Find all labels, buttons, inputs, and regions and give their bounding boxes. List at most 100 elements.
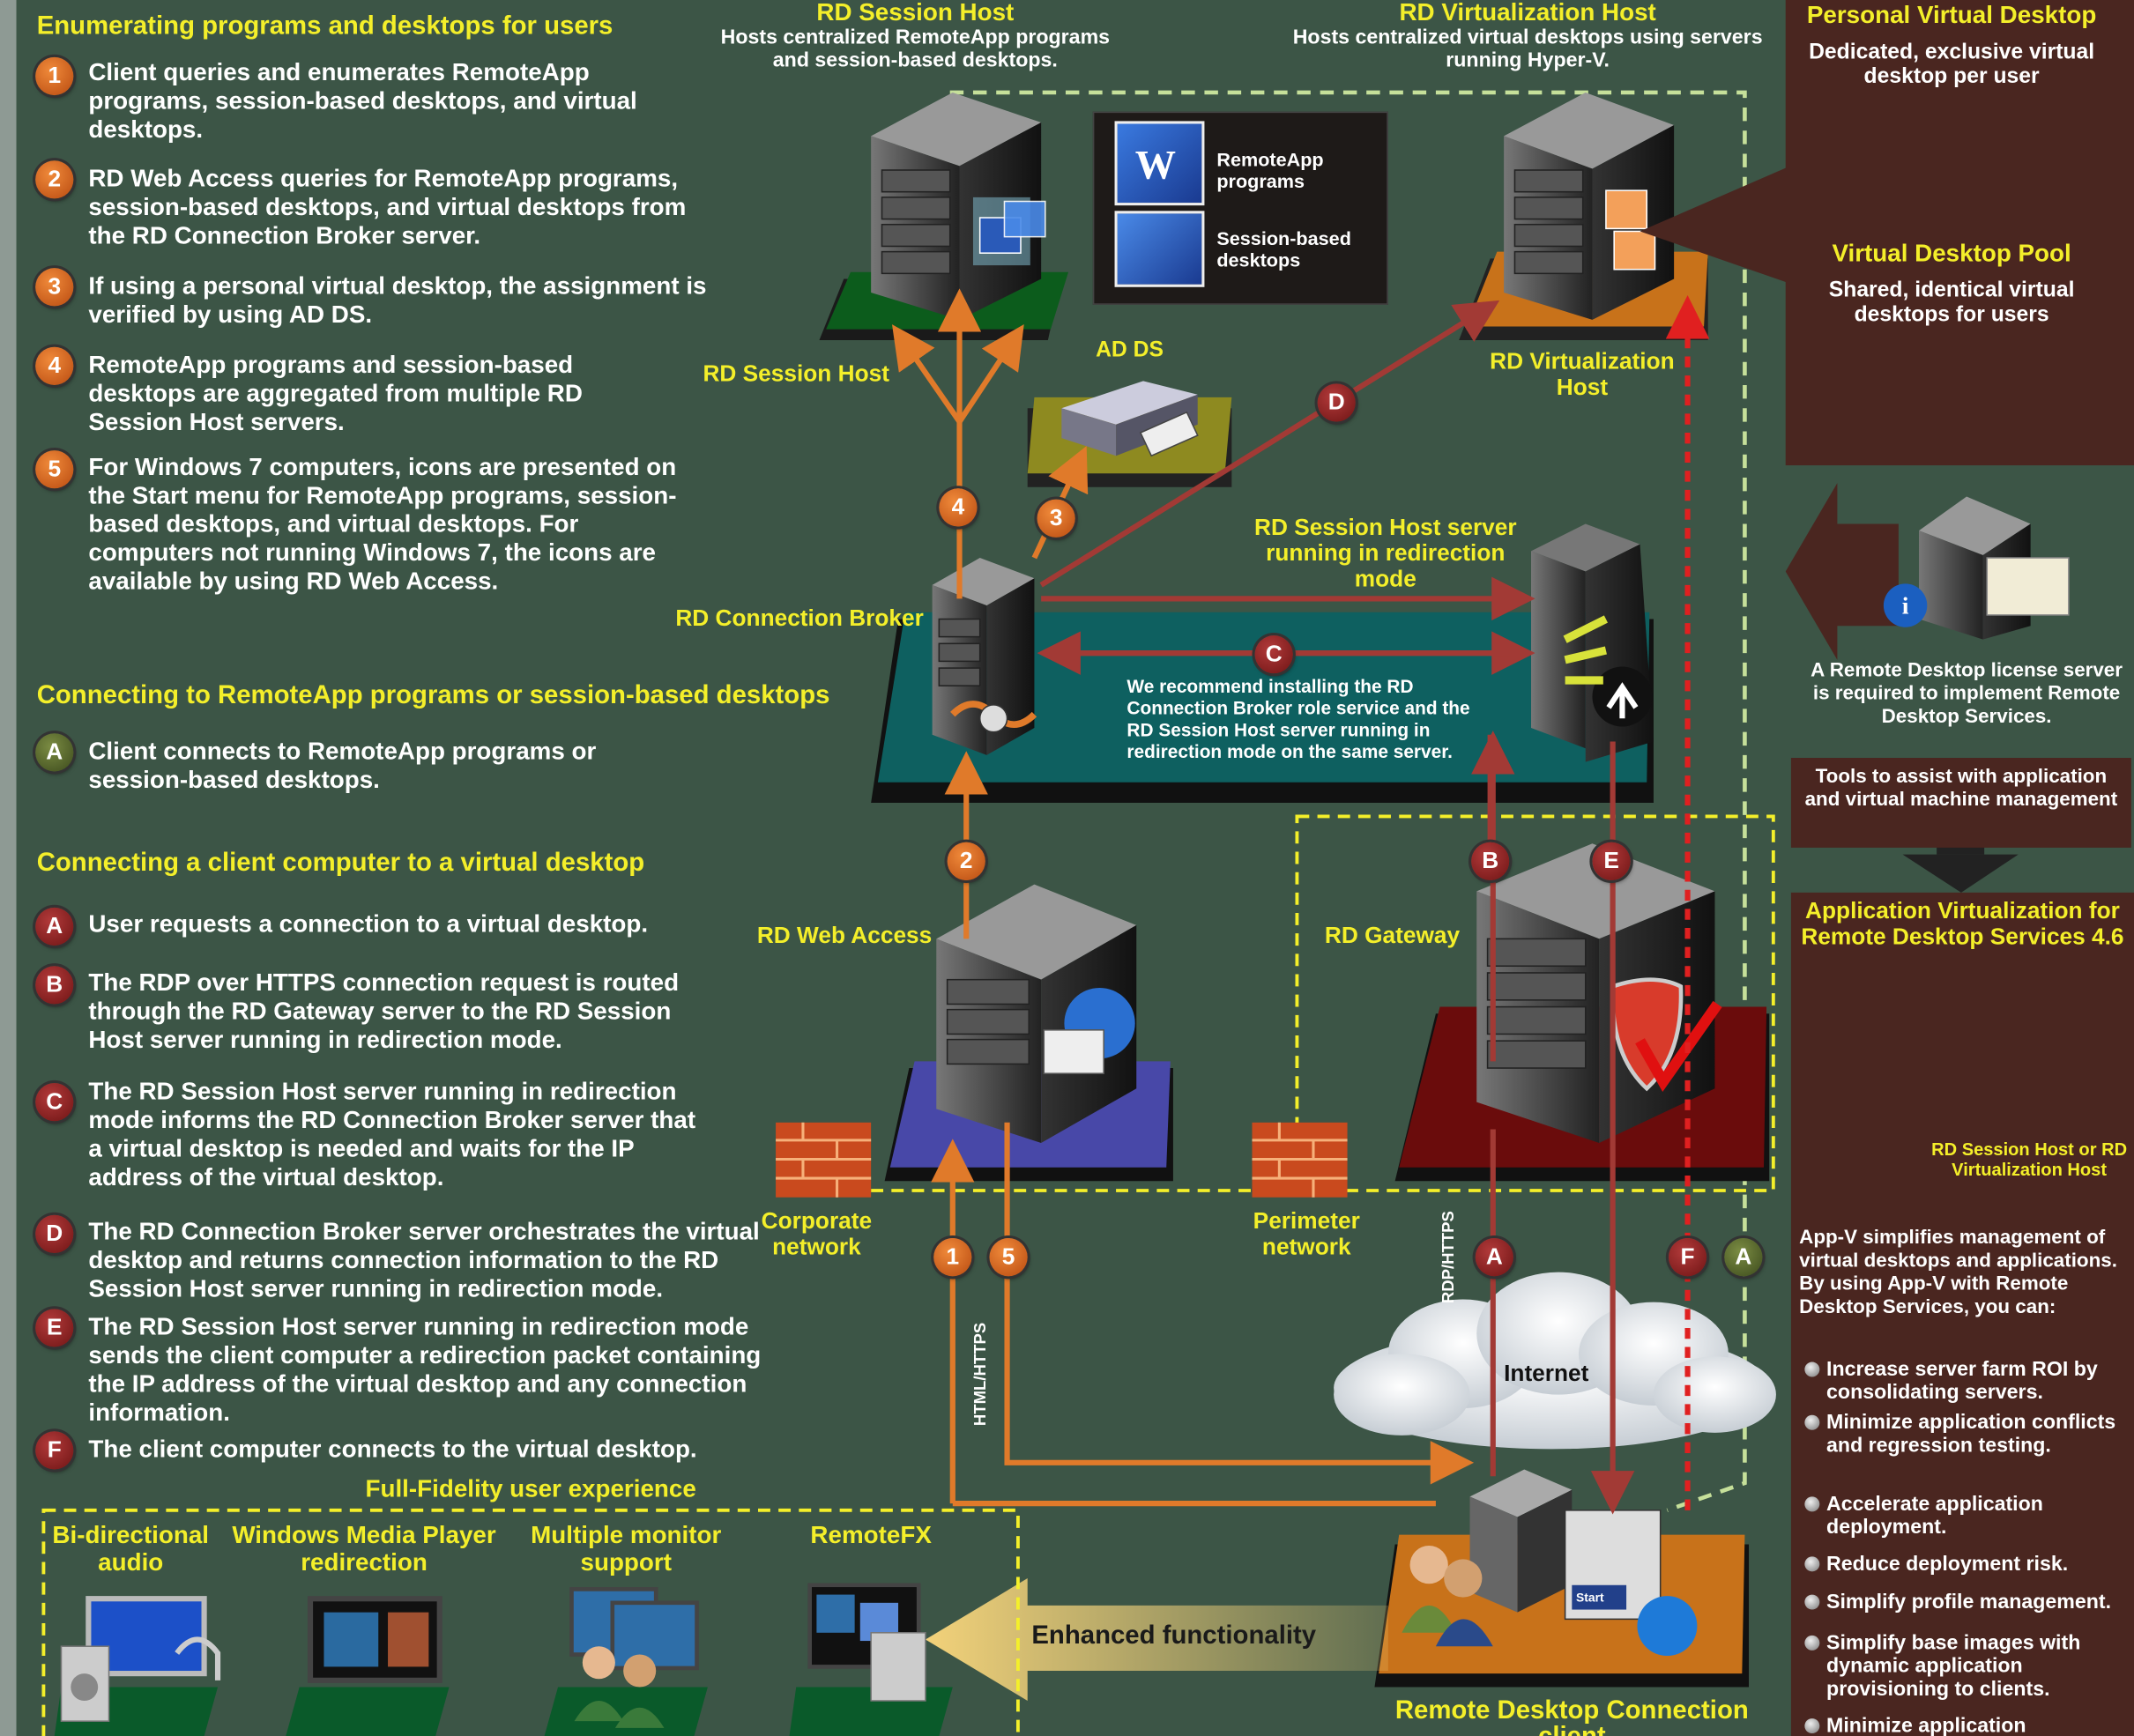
enum-step-4: RemoteApp programs and session-based des…: [88, 351, 583, 436]
appv-bullet-5: Simplify profile management.: [1802, 1591, 2134, 1614]
web-access-server-icon: [936, 884, 1137, 1143]
virtualization-label: RD Virtualization Host: [1490, 348, 1675, 400]
client-computer-icon: [1402, 1469, 1698, 1657]
license-server-icon: i: [1883, 496, 2070, 640]
feature-remotefx-label: RemoteFX: [810, 1521, 932, 1549]
marker-d: D: [1317, 383, 1356, 422]
virtualization-top-desc: Hosts centralized virtual desktops using…: [1292, 26, 1763, 72]
left-edge-bar: [0, 0, 17, 1736]
feature-multi-monitor-label: Multiple monitor support: [531, 1521, 722, 1576]
rdp-https-label: RDP/HTTPS: [1439, 1211, 1458, 1304]
enum-step-5: For Windows 7 computers, icons are prese…: [88, 453, 677, 595]
virtualization-host-server-icon: [1504, 92, 1675, 320]
redirection-label: RD Session Host server running in redire…: [1253, 514, 1517, 592]
license-text: A Remote Desktop license server is requi…: [1811, 659, 2123, 729]
virtual-desktop-panel: Personal Virtual Desktop Dedicated, excl…: [1785, 0, 2134, 466]
recommend-note: We recommend installing the RD Connectio…: [1126, 676, 1470, 762]
vd-badge-b: B: [35, 966, 74, 1005]
remoteapp-header: Connecting to RemoteApp programs or sess…: [36, 681, 830, 710]
session-host-top-desc: Hosts centralized RemoteApp programs and…: [720, 26, 1111, 72]
marker-b: B: [1471, 842, 1510, 880]
audio-feature-icon: [54, 1596, 221, 1736]
ie-icon: [1637, 1596, 1698, 1657]
appv-intro: App-V simplifies management of virtual d…: [1799, 1227, 2117, 1319]
enhanced-functionality-label: Enhanced functionality: [1031, 1621, 1317, 1651]
vd-badge-f: F: [35, 1431, 74, 1470]
vd-header: Connecting a client computer to a virtua…: [36, 849, 645, 878]
vd-step-c: The RD Session Host server running in re…: [88, 1077, 696, 1191]
remoteapp-callout: W RemoteApp programs Session-based deskt…: [1092, 111, 1388, 305]
vd-path-dashed-green: [949, 90, 1747, 1513]
web-access-label: RD Web Access: [756, 922, 933, 949]
vd-step-b: The RDP over HTTPS connection request is…: [88, 968, 680, 1054]
gateway-label: RD Gateway: [1324, 922, 1461, 949]
svg-text:i: i: [1902, 592, 1909, 619]
internet-cloud: [1334, 1272, 1776, 1450]
vd-badge-d: D: [35, 1214, 74, 1254]
personal-title: Personal Virtual Desktop: [1806, 1, 2097, 29]
perimeter-firewall-icon: [1252, 1122, 1348, 1198]
marker-3: 3: [1037, 499, 1075, 538]
vd-step-d: The RD Connection Broker server orchestr…: [88, 1217, 760, 1302]
info-icon: [1883, 583, 1928, 627]
marker-f: F: [1668, 1238, 1707, 1277]
word-app-icon: [1114, 121, 1205, 206]
license-arrow: [1785, 483, 1899, 660]
media-player-feature-icon: [286, 1596, 450, 1736]
corporate-network-label: Corporate network: [761, 1208, 873, 1260]
step-badge-2: 2: [35, 160, 74, 199]
personal-callout-wedge: [1640, 163, 1797, 286]
enum-step-3: If using a personal virtual desktop, the…: [88, 271, 707, 329]
remoteapp-badge-a: A: [35, 733, 74, 772]
vd-step-a: User requests a connection to a virtual …: [88, 909, 649, 938]
enum-header: Enumerating programs and desktops for us…: [36, 11, 613, 41]
appv-title: Application Virtualization for Remote De…: [1801, 898, 2124, 950]
session-based-desktops-label: Session-based desktops: [1216, 226, 1351, 271]
marker-5: 5: [989, 1238, 1028, 1277]
session-host-label: RD Session Host: [703, 360, 889, 387]
appv-host-label: RD Session Host or RD Virtualization Hos…: [1931, 1139, 2128, 1180]
internet-label: Internet: [1504, 1361, 1589, 1387]
tools-down-arrow: [1902, 854, 2019, 893]
remoteapp-programs-label: RemoteApp programs: [1216, 148, 1324, 192]
session-host-top-title: RD Session Host: [816, 0, 1015, 26]
full-fidelity-box: [41, 1508, 1020, 1736]
virtualization-top-title: RD Virtualization Host: [1399, 0, 1656, 26]
full-fidelity-title: Full-Fidelity user experience: [365, 1474, 696, 1502]
appv-bullet-1: Increase server farm ROI by consolidatin…: [1802, 1358, 2129, 1404]
remoteapp-step-a: Client connects to RemoteApp programs or…: [88, 737, 597, 794]
step-badge-5: 5: [35, 450, 74, 489]
shield-icon: [1610, 977, 1684, 1092]
vd-step-e: The RD Session Host server running in re…: [88, 1312, 762, 1427]
word-w-glyph: W: [1134, 143, 1177, 189]
tools-box: Tools to assist with application and vir…: [1790, 758, 2131, 848]
connection-broker-label: RD Connection Broker: [675, 605, 924, 632]
marker-c: C: [1254, 635, 1293, 674]
vd-badge-a: A: [35, 907, 74, 946]
checkmark-icon: [1635, 1000, 1722, 1093]
marker-1: 1: [933, 1238, 972, 1277]
marker-a-green: A: [1724, 1238, 1763, 1277]
ad-ds-label: AD DS: [1096, 338, 1164, 362]
corporate-firewall-icon: [776, 1122, 872, 1198]
appv-bullet-6: Simplify base images with dynamic applic…: [1802, 1631, 2129, 1701]
step-badge-4: 4: [35, 346, 74, 385]
html-https-label: HTML/HTTPS: [970, 1322, 990, 1427]
vd-badge-e: E: [35, 1309, 74, 1347]
appv-bullet-4: Reduce deployment risk.: [1802, 1553, 2134, 1576]
personal-desc: Dedicated, exclusive virtual desktop per…: [1809, 41, 2095, 89]
enum-step-1: Client queries and enumerates RemoteApp …: [88, 58, 637, 144]
ad-ds-server-icon: [1061, 381, 1199, 457]
gateway-server-icon: [1476, 843, 1722, 1143]
vd-step-f: The client computer connects to the virt…: [88, 1435, 697, 1463]
redirection-server-icon: [1531, 523, 1654, 762]
client-label: Remote Desktop Connection client: [1394, 1696, 1749, 1736]
appv-bullet-7: Minimize application: [1802, 1714, 2129, 1736]
enum-step-2: RD Web Access queries for RemoteApp prog…: [88, 164, 687, 249]
marker-2: 2: [947, 842, 985, 880]
feature-media-player-label: Windows Media Player redirection: [232, 1521, 496, 1576]
start-button-label: Start: [1575, 1590, 1604, 1605]
pool-title: Virtual Desktop Pool: [1832, 239, 2071, 267]
marker-4: 4: [939, 488, 978, 527]
